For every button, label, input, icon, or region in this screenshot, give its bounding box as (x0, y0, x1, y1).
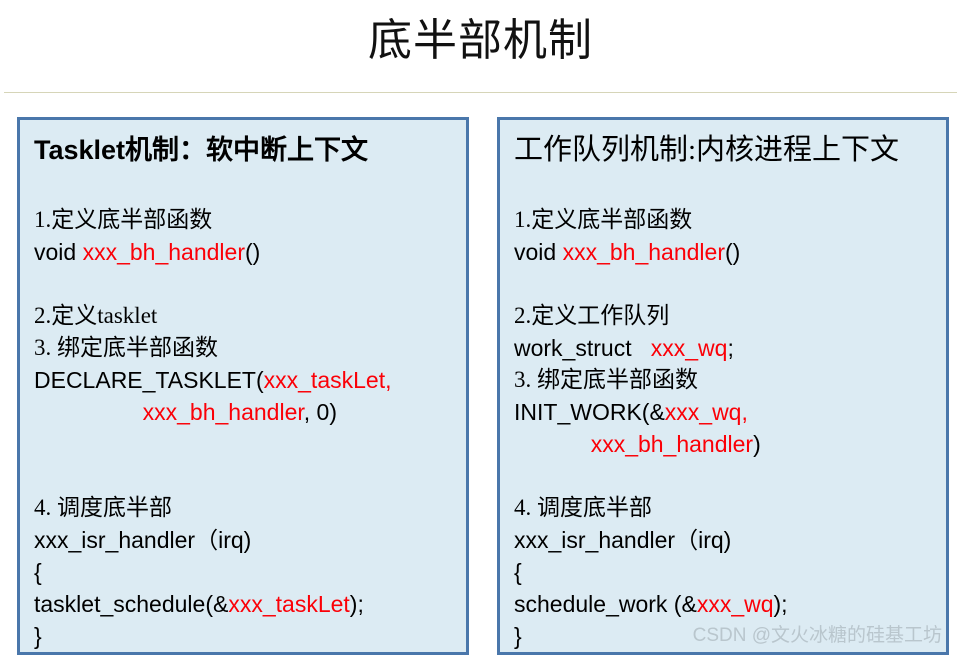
code-text: tasklet_schedule(& (34, 591, 229, 617)
code-identifier-highlight: xxx_bh_handler (562, 239, 725, 265)
code-line: tasklet_schedule(&xxx_taskLet); (34, 588, 462, 620)
code-line (34, 268, 462, 300)
code-text: () (725, 239, 741, 265)
code-line: { (34, 559, 42, 585)
code-line: } (34, 623, 42, 649)
page-title: 底半部机制 (368, 16, 593, 65)
code-line: INIT_WORK(&xxx_wq, (514, 396, 942, 428)
code-line: void xxx_bh_handler() (514, 236, 942, 268)
panel-workqueue: 工作队列机制:内核进程上下文 1.定义底半部函数 void xxx_bh_hand… (497, 117, 949, 655)
code-line: 2.定义tasklet (34, 303, 158, 328)
code-text: , 0) (303, 399, 337, 425)
code-text (514, 431, 591, 457)
code-text: schedule_work (& (514, 591, 697, 617)
code-text: () (245, 239, 261, 265)
code-identifier-highlight: xxx_wq (696, 591, 774, 617)
code-text: void (34, 239, 83, 265)
code-line: work_struct xxx_wq; (514, 332, 942, 364)
code-text: ; (727, 335, 734, 361)
code-text: ) (753, 431, 761, 457)
panel-tasklet-heading: Tasklet机制：软中断上下文 (34, 135, 369, 165)
code-text: ); (349, 591, 364, 617)
code-line: 1.定义底半部函数 (514, 207, 693, 232)
code-text: INIT_WORK(& (514, 399, 665, 425)
code-identifier-highlight: xxx_bh_handler (590, 431, 754, 457)
code-text: ); (773, 591, 788, 617)
code-line (34, 460, 462, 492)
code-line: 4. 调度底半部 (514, 495, 652, 520)
code-line: xxx_isr_handler（irq) (34, 527, 252, 553)
code-text: work_struct (514, 335, 651, 361)
code-line: DECLARE_TASKLET(xxx_taskLet, (34, 364, 462, 396)
code-text: void (514, 239, 563, 265)
code-line (514, 268, 942, 300)
panel-workqueue-heading: 工作队列机制:内核进程上下文 (514, 134, 900, 166)
code-line: 3. 绑定底半部函数 (514, 367, 698, 392)
code-line: 4. 调度底半部 (34, 495, 172, 520)
code-line: xxx_bh_handler, 0) (34, 396, 462, 428)
code-line: 2.定义工作队列 (514, 303, 670, 328)
code-line: void xxx_bh_handler() (34, 236, 462, 268)
code-identifier-highlight: xxx_taskLet, (263, 367, 392, 393)
code-line: 3. 绑定底半部函数 (34, 335, 218, 360)
code-line: xxx_isr_handler（irq) (514, 527, 732, 553)
code-line (34, 428, 462, 460)
code-line: } (514, 623, 522, 649)
code-identifier-highlight: xxx_bh_handler (142, 399, 304, 425)
code-line: xxx_bh_handler) (514, 428, 942, 460)
code-line: schedule_work (&xxx_wq); (514, 588, 942, 620)
code-text (34, 399, 143, 425)
panel-tasklet: Tasklet机制：软中断上下文 1.定义底半部函数 void xxx_bh_ha… (17, 117, 469, 655)
code-line: { (514, 559, 522, 585)
code-identifier-highlight: xxx_bh_handler (82, 239, 245, 265)
code-line (514, 460, 942, 492)
code-text: DECLARE_TASKLET( (34, 367, 264, 393)
title-divider (4, 92, 957, 93)
code-identifier-highlight: xxx_wq, (664, 399, 748, 425)
code-line: 1.定义底半部函数 (34, 207, 213, 232)
code-identifier-highlight: xxx_wq (650, 335, 728, 361)
code-identifier-highlight: xxx_taskLet (228, 591, 350, 617)
